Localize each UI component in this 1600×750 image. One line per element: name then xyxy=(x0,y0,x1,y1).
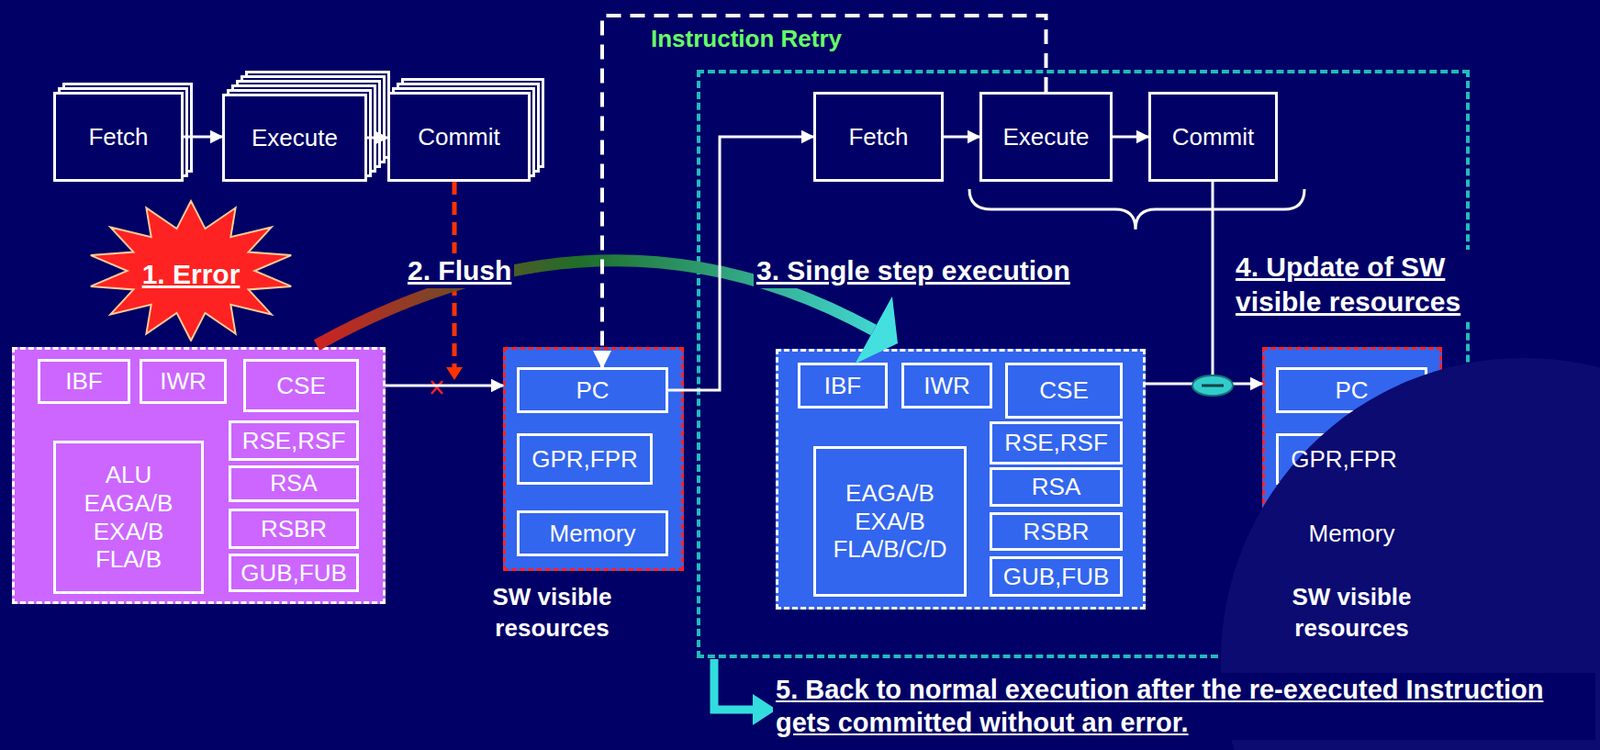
flush-arrowhead xyxy=(446,367,463,381)
error-starburst: 1. Error xyxy=(86,199,296,342)
connector-line xyxy=(367,136,388,140)
box-text: Memory xyxy=(1309,519,1396,549)
box-text: EAGA/B xyxy=(845,479,935,508)
box-text: ALU xyxy=(105,460,153,490)
box-text: Commit xyxy=(1172,123,1255,152)
starburst-outline xyxy=(90,201,291,341)
box-text: PC xyxy=(1334,376,1368,405)
box-text: RSE,RSF xyxy=(1004,428,1108,458)
box-text: Execute xyxy=(251,123,338,153)
connector xyxy=(943,136,980,138)
connector-line xyxy=(183,135,223,139)
box-text: PC xyxy=(575,376,609,405)
resource-box: EAGA/BEXA/BFLA/B/C/D xyxy=(813,446,967,597)
box-text: GPR,FPR xyxy=(531,445,638,474)
box-text: Execute xyxy=(1003,123,1090,152)
resource-box: PC xyxy=(516,367,669,414)
step-label: 2. Flush xyxy=(404,253,515,289)
box-text: 1. Error xyxy=(142,257,241,291)
box-text: IBF xyxy=(65,367,102,396)
sw-visible-resource-box: SW visible resourcesPCGPR,FPRMemory xyxy=(503,346,684,571)
connector-line xyxy=(385,384,504,388)
box-text: GPR,FPR xyxy=(1290,445,1398,474)
box-text: FLA/B xyxy=(95,545,162,574)
resource-box: IWR xyxy=(139,358,227,404)
retry-label: Instruction Retry xyxy=(648,23,845,55)
commit-gate xyxy=(1192,375,1233,396)
box-text: Memory xyxy=(549,519,637,549)
connector xyxy=(367,137,388,139)
commit-gate-mark xyxy=(1201,384,1224,388)
commit-line xyxy=(1211,181,1215,377)
box-text: EAGA/B xyxy=(84,489,174,518)
box-text: RSBR xyxy=(1022,517,1089,547)
box-text: IBF xyxy=(824,371,862,401)
cut-mark xyxy=(431,380,443,394)
resource-box: CSE xyxy=(1005,362,1123,419)
resource-box: RSE,RSF xyxy=(228,420,359,461)
pipeline-stage: Fetch xyxy=(53,91,184,182)
connector-line xyxy=(602,15,1047,368)
resource-box: ALUEAGA/BEXA/BFLA/B xyxy=(53,440,204,594)
box-text: EXA/B xyxy=(854,507,926,537)
resource-group: IBF IWR CSE EAGA/BEXA/BFLA/B/C/D RSE,RSF RSA R… xyxy=(775,348,1146,610)
connector xyxy=(602,15,1047,368)
connector xyxy=(183,136,223,138)
box-text: GUB,FUB xyxy=(240,559,347,588)
cut-mark xyxy=(431,380,443,394)
box-text: FLA/B/C/D xyxy=(832,535,947,564)
resource-box: CSE xyxy=(243,358,359,413)
box-text: Commit xyxy=(417,123,501,152)
pipeline-stage: Fetch xyxy=(813,91,944,182)
brace xyxy=(969,189,1305,230)
box-text: IWR xyxy=(923,371,971,401)
group-heading: SW visible resources xyxy=(471,581,633,645)
faulty-resource-group: IBF IWR CSE ALUEAGA/BEXA/BFLA/B RSE,RSF RSA RS… xyxy=(11,346,386,605)
resource-box: RSBR xyxy=(228,508,359,549)
box-text: RSBR xyxy=(260,514,327,544)
pipeline-stage: Execute xyxy=(979,91,1113,182)
box-text: IWR xyxy=(159,367,207,396)
resource-box: IWR xyxy=(901,362,993,409)
connector xyxy=(1112,136,1149,138)
step-label: 3. Single step execution xyxy=(753,253,1074,289)
resource-box: RSBR xyxy=(989,512,1123,551)
resource-box: RSA xyxy=(989,467,1123,507)
box-text: RSA xyxy=(1031,472,1081,502)
box-text: Fetch xyxy=(848,123,908,152)
connector-line xyxy=(943,135,980,139)
box-text: GUB,FUB xyxy=(1003,562,1110,592)
pipeline-stage: Commit xyxy=(387,91,531,182)
resource-box: RSA xyxy=(228,465,359,503)
resource-box: GUB,FUB xyxy=(228,553,359,593)
connector xyxy=(385,385,504,387)
box-text: RSE,RSF xyxy=(242,426,347,456)
box-text: EXA/B xyxy=(93,517,165,547)
step-label: 4. Update of SW visible resources xyxy=(1232,249,1542,319)
box-text: Fetch xyxy=(88,123,148,152)
pipeline-stage: Commit xyxy=(1148,91,1278,182)
connector-line xyxy=(1112,135,1149,139)
box-text: CSE xyxy=(276,371,325,401)
resource-box: RSE,RSF xyxy=(989,421,1123,465)
pipeline-stage: Execute xyxy=(222,93,368,182)
resource-box: GUB,FUB xyxy=(989,556,1123,597)
return-arrow xyxy=(714,659,755,710)
resource-box: IBF xyxy=(797,362,888,409)
resource-box: IBF xyxy=(37,358,131,404)
resource-box: GPR,FPR xyxy=(516,433,653,485)
resource-box: Memory xyxy=(516,510,669,557)
box-text: RSA xyxy=(269,469,317,498)
step-label: 5. Back to normal execution after the re… xyxy=(772,672,1596,740)
box-text: CSE xyxy=(1039,376,1088,405)
group-heading: SW visible resources xyxy=(1271,581,1433,645)
